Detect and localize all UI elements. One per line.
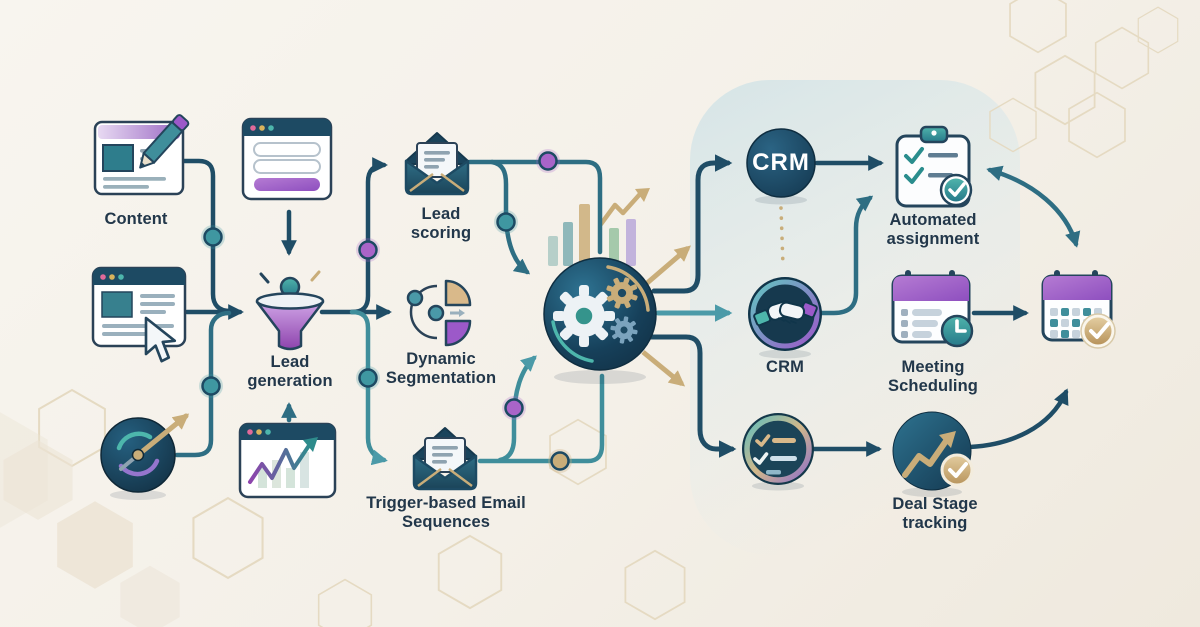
clock-icon xyxy=(940,314,974,348)
lead-generation-label: Lead generation xyxy=(247,353,333,391)
connectors xyxy=(174,154,1081,466)
check-circle-icon xyxy=(940,453,974,487)
gear-icon xyxy=(553,285,615,347)
automated-assignment-label: Automated assignment xyxy=(886,211,980,249)
trend-arrow-icon xyxy=(641,350,686,387)
connector-nodes xyxy=(199,149,572,473)
crm-platform-label: CRM xyxy=(766,358,804,376)
checklist-clipboard-icon xyxy=(895,125,973,208)
connector-dealstage-to-calendar xyxy=(967,388,1069,450)
bar-chart-decor xyxy=(548,188,692,387)
meeting-scheduling-label: Meeting Scheduling xyxy=(888,358,978,396)
pencil-icon xyxy=(139,114,190,169)
trigger-email-label: Trigger-based Email Sequences xyxy=(366,494,526,532)
connector-engine-to-tasks xyxy=(648,334,737,458)
check-circle-icon xyxy=(939,173,973,207)
signup-form-icon xyxy=(241,117,333,201)
deal-stage-label: Deal Stage tracking xyxy=(892,495,978,533)
target-gauge-icon xyxy=(100,413,190,493)
connector-content-to-funnel xyxy=(181,158,233,314)
growth-chart-browser-icon xyxy=(238,422,337,499)
content-label: Content xyxy=(104,210,168,228)
gear-icon xyxy=(606,277,638,309)
open-email-icon xyxy=(412,426,478,491)
crm-badge-circle xyxy=(746,128,816,198)
webpage-cursor-icon xyxy=(91,266,187,363)
connector-leadscoring-to-engine-main xyxy=(467,159,603,255)
connector-trigger-to-engine-branch xyxy=(497,355,537,463)
connector-gauge-to-funnel xyxy=(174,310,232,458)
crm-circle-label: CRM xyxy=(752,149,810,176)
shadows xyxy=(110,195,962,500)
check-circle-icon xyxy=(1080,313,1116,349)
gears-circle-icon xyxy=(543,257,657,371)
connector-funnel-to-leadscoring xyxy=(349,157,388,315)
trend-arrow-icon xyxy=(644,245,692,286)
connector-engine-to-crm xyxy=(651,154,733,294)
connector-leadscoring-to-engine-branch xyxy=(489,159,531,275)
segmentation-pie-icon xyxy=(406,279,472,347)
calendar-clock-icon xyxy=(891,270,974,348)
task-checklist-circle-icon xyxy=(742,413,814,485)
handshake-circle-icon xyxy=(748,277,822,351)
dynamic-segmentation-label: Dynamic Segmentation xyxy=(385,350,497,388)
connector-trigger-to-engine-main xyxy=(477,373,605,464)
connector-crm-dotted xyxy=(779,206,785,268)
cursor-icon xyxy=(144,316,177,363)
calendar-check-icon xyxy=(1041,270,1116,349)
article-edit-icon xyxy=(93,114,190,196)
growth-check-icon xyxy=(892,411,974,491)
gear-icon xyxy=(610,316,638,344)
funnel-icon xyxy=(255,270,325,351)
connector-clipboard-calendar-two-way xyxy=(986,165,1081,248)
connector-handshake-to-clipboard xyxy=(819,195,874,316)
lead-scoring-label: Lead scoring xyxy=(410,205,472,243)
open-email-icon xyxy=(404,131,470,196)
